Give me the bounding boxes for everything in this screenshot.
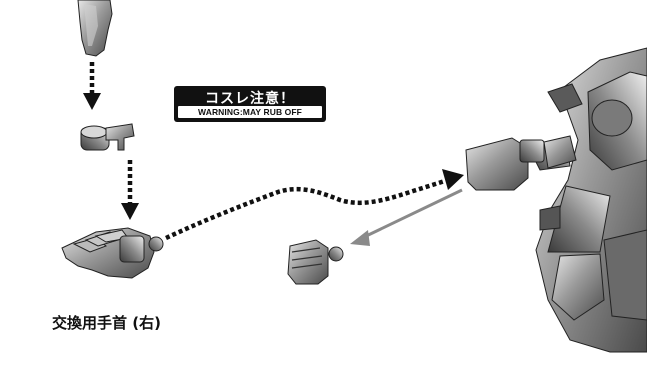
figure-legs-icon [77, 0, 113, 57]
warning-english-text: WARNING:MAY RUB OFF [198, 107, 302, 117]
wrist-joint-part-icon [80, 123, 135, 151]
gray-arrow-to-fist [350, 188, 463, 246]
robot-figure-icon [465, 47, 647, 353]
open-hand-part-icon [61, 227, 164, 279]
warning-english-box: WARNING:MAY RUB OFF [178, 106, 322, 118]
warning-label: コスレ注意！ WARNING:MAY RUB OFF [174, 86, 326, 122]
warning-japanese-text: コスレ注意！ [205, 91, 295, 107]
dotted-arrow-down-1 [83, 62, 101, 110]
part-caption: 交換用手首 (右) [52, 314, 161, 332]
fist-part-icon [287, 239, 344, 285]
dotted-arrow-to-figure [165, 169, 464, 241]
dotted-arrow-down-2 [121, 160, 139, 220]
